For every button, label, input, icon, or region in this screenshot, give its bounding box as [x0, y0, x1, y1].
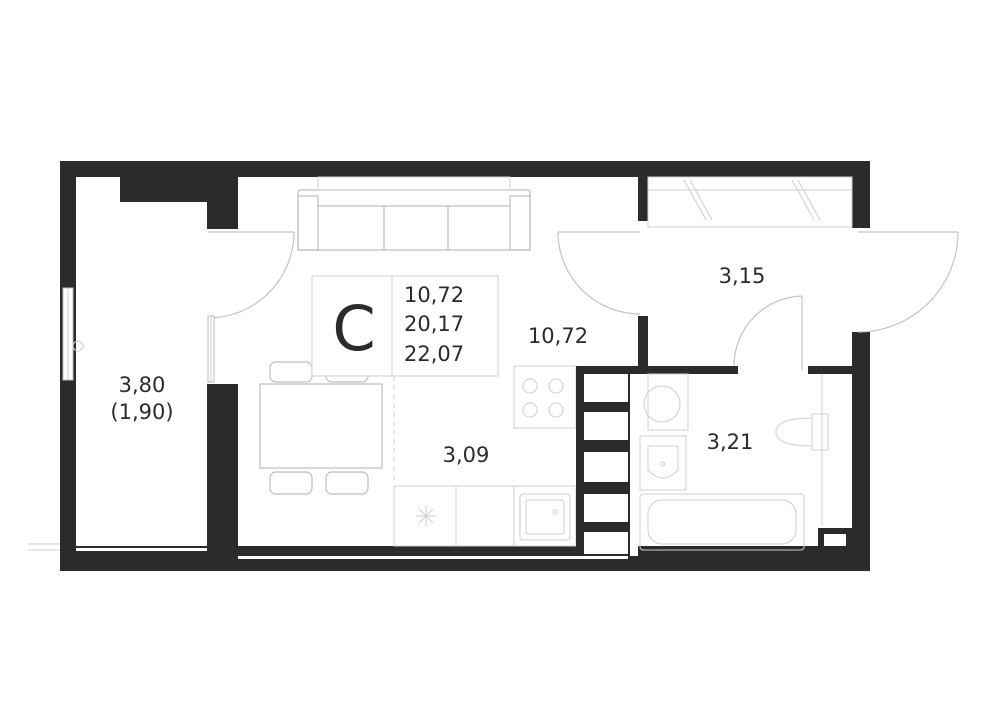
bathroom-fixtures: [639, 373, 829, 551]
balcony-reduced-area: (1,90): [110, 400, 173, 424]
wardrobe: [647, 176, 853, 228]
kitchen-area: 3,09: [443, 443, 490, 467]
balcony-window: [28, 287, 84, 551]
ventilation-shaft: [576, 366, 638, 556]
bathroom-area: 3,21: [707, 430, 754, 454]
apartment-type-letter: С: [332, 292, 375, 365]
area-summary-block: С 10,72 20,17 22,07: [311, 275, 499, 377]
summary-area-3: 22,07: [404, 342, 464, 366]
dining-table: [259, 361, 383, 495]
living-room-area: 10,72: [528, 324, 588, 348]
balcony-area: 3,80: [119, 373, 166, 397]
hall-area: 3,15: [719, 264, 766, 288]
sofa: [297, 176, 531, 251]
summary-area-2: 20,17: [404, 312, 464, 336]
doors: [207, 231, 959, 383]
room-labels: 10,72 3,09 3,15 3,21 3,80 (1,90): [110, 264, 765, 467]
summary-area-1: 10,72: [404, 283, 464, 307]
